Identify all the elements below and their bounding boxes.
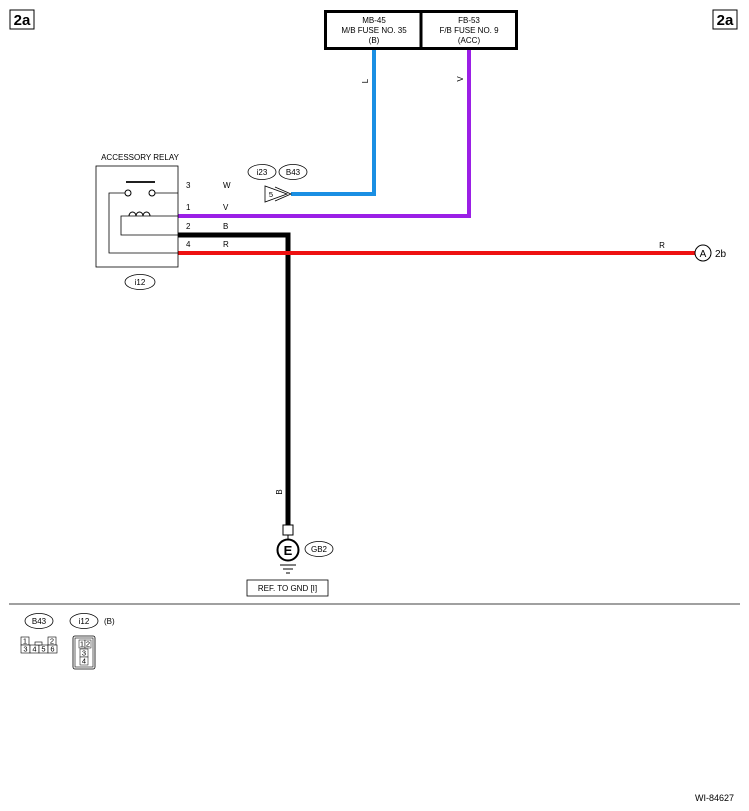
fuse-fb53-id: FB-53 [458,16,480,25]
page-tag-left: 2a [9,9,35,30]
legend-b43: B43 1 2 3 4 5 6 [20,613,58,654]
relay-pin-3-color: W [223,181,231,190]
joint-label-b43: B43 [286,168,301,177]
wire-black-b [178,232,291,525]
relay-connector-label: i12 [135,278,146,287]
i12-pin-face: 1 2 3 4 [72,635,96,670]
joint-connector: i23 B43 5 [247,164,308,203]
legend-i12-suffix: (B) [104,617,115,626]
relay-pin-2-color: B [223,222,228,231]
fuse-mb45-id: MB-45 [362,16,386,25]
legend-i12-label: i12 [79,617,90,626]
relay-pin-4: 4 [186,240,191,249]
legend-i12: i12 (B) 1 2 3 4 [69,613,115,670]
legend-b43-label: B43 [32,617,47,626]
relay-pin-1-color: V [223,203,229,212]
wire-label-violet: V [456,76,465,82]
relay-title: ACCESSORY RELAY [101,153,179,162]
wire-violet-v [178,50,471,218]
page-tag-left-text: 2a [14,12,31,29]
relay-pin-4-color: R [223,240,229,249]
ground-gb2: E GB2 REF. TO GND [I] [246,524,334,597]
wire-label-blue: L [361,78,370,83]
ground-ref: REF. TO GND [I] [258,584,317,593]
accessory-relay: ACCESSORY RELAY 3 W 1 V 2 B 4 R i12 [95,153,231,290]
i12-pin-1: 1 [80,640,84,649]
b43-pin-4: 4 [32,645,36,654]
i12-pin-2: 2 [86,640,90,649]
page-tag-right: 2a [712,9,738,30]
relay-pin-3: 3 [186,181,191,190]
off-page-target: 2b [715,249,727,260]
off-page-connector: A 2b [694,244,727,262]
fuse-mb45-name: M/B FUSE NO. 35 [341,26,407,35]
wire-blue-l [291,50,376,196]
wire-label-red: R [659,241,665,250]
joint-pin: 5 [269,190,273,199]
fuse-mb45: MB-45 M/B FUSE NO. 35 (B) [341,16,407,45]
b43-pin-3: 3 [23,645,27,654]
b43-pin-1: 1 [23,637,27,646]
page-tag-right-text: 2a [717,12,734,29]
fuse-fb53: FB-53 F/B FUSE NO. 9 (ACC) [439,16,499,45]
i12-pin-3: 3 [82,649,86,658]
relay-pin-1: 1 [186,203,191,212]
b43-pin-5: 5 [41,645,45,654]
ground-id: GB2 [311,545,328,554]
b43-pin-face: 1 2 3 4 5 6 [20,637,58,654]
figure-id: WI-84627 [695,793,734,803]
b43-pin-6: 6 [50,645,54,654]
ground-symbol: E [284,543,293,558]
b43-pin-2: 2 [50,637,54,646]
fuse-fb53-supply: (ACC) [458,36,481,45]
fuse-box: MB-45 M/B FUSE NO. 35 (B) FB-53 F/B FUSE… [324,10,518,50]
fuse-fb53-name: F/B FUSE NO. 9 [439,26,499,35]
joint-label-i23: i23 [257,168,268,177]
fuse-mb45-supply: (B) [369,36,380,45]
off-page-letter: A [700,249,707,260]
wire-label-black: B [275,489,284,494]
i12-pin-4: 4 [82,657,86,666]
relay-pin-2: 2 [186,222,191,231]
